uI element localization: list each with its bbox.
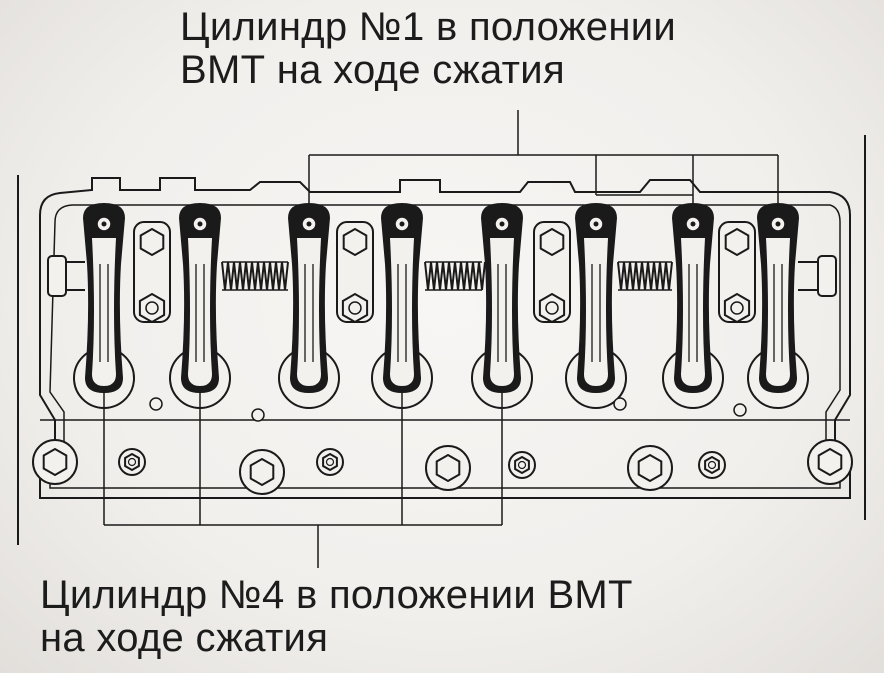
rocker-arms	[82, 202, 800, 394]
stud-nut-hex	[514, 455, 530, 475]
adjusting-screw-center	[306, 221, 312, 227]
shaft-end-right	[817, 255, 837, 297]
rocker-arm-face	[584, 238, 608, 386]
adjusting-screw-center	[499, 221, 505, 227]
head-bolt-hex	[249, 457, 275, 487]
holder-bottom-hex-bolt	[538, 292, 566, 324]
rocker-arm-face	[490, 238, 514, 386]
oil-hole	[733, 403, 747, 417]
rocker-arm-face	[766, 238, 790, 386]
rocker-arm-1	[82, 202, 126, 394]
rocker-arm-face	[188, 238, 212, 386]
head-bolts	[32, 347, 853, 495]
adjusting-screw-center	[690, 221, 696, 227]
head-bolt-hex	[817, 447, 843, 477]
stud-center	[517, 460, 527, 470]
rocker-arm-face	[92, 238, 116, 386]
cylinder-4-caption-line1: Цилиндр №4 в положении ВМТ	[40, 573, 633, 617]
rocker-arm-6	[574, 202, 618, 394]
holder-bottom-hex-bolt	[138, 292, 166, 324]
shaft-spring	[424, 261, 486, 291]
rocker-arm-face	[681, 238, 705, 386]
holder-bottom-hex-bolt	[723, 292, 751, 324]
cylinder-1-caption-line1: Цилиндр №1 в положении	[180, 5, 677, 49]
rocker-shaft-springs	[66, 261, 818, 291]
stud-nut-hex	[124, 452, 140, 472]
cylinder-head-inner-outline	[49, 204, 841, 489]
rocker-arm-3	[287, 202, 331, 394]
head-bolt-hex	[42, 447, 68, 477]
cylinder-1-caption-line2: ВМТ на ходе сжатия	[180, 48, 565, 92]
stud-nut-hex	[704, 455, 720, 475]
cylinder-head-outline	[39, 177, 851, 499]
holder-top-hex-bolt	[539, 227, 565, 257]
shaft-holders	[133, 221, 756, 324]
rocker-arm-2	[178, 202, 222, 394]
holder-bolt-center	[145, 301, 159, 315]
adjusting-screw-center	[399, 221, 405, 227]
stud-center	[707, 460, 717, 470]
shaft-spring	[221, 261, 289, 291]
adjusting-screw-center	[101, 221, 107, 227]
rocker-arm-7	[671, 202, 715, 394]
rocker-arm-4	[380, 202, 424, 394]
oil-hole	[613, 397, 627, 411]
cylinder-1-caption: Цилиндр №1 в положении ВМТ на ходе сжати…	[180, 6, 676, 92]
head-bolt-hex	[435, 453, 461, 483]
shaft-end-left	[47, 255, 67, 297]
adjusting-screw-center	[775, 221, 781, 227]
holder-top-hex-bolt	[724, 227, 750, 257]
stud-nut-hex	[322, 452, 338, 472]
adjusting-screw-center	[197, 221, 203, 227]
head-bolt-hex	[637, 453, 663, 483]
cylinder-4-caption: Цилиндр №4 в положении ВМТ на ходе сжати…	[40, 574, 633, 660]
stud-center	[325, 457, 335, 467]
shaft-spring	[617, 261, 673, 291]
cylinder-4-caption-line2: на ходе сжатия	[40, 616, 329, 660]
oil-hole	[251, 408, 265, 422]
holder-bolt-center	[348, 301, 362, 315]
rocker-arm-8	[756, 202, 800, 394]
stud-center	[127, 457, 137, 467]
holder-top-hex-bolt	[139, 227, 165, 257]
rocker-arm-face	[390, 238, 414, 386]
holder-bolt-center	[730, 301, 744, 315]
adjusting-screw-center	[593, 221, 599, 227]
holder-bolt-center	[545, 301, 559, 315]
holder-bottom-hex-bolt	[341, 292, 369, 324]
oil-hole	[149, 397, 163, 411]
rocker-arm-face	[297, 238, 321, 386]
holder-top-hex-bolt	[342, 227, 368, 257]
rocker-arm-5	[480, 202, 524, 394]
